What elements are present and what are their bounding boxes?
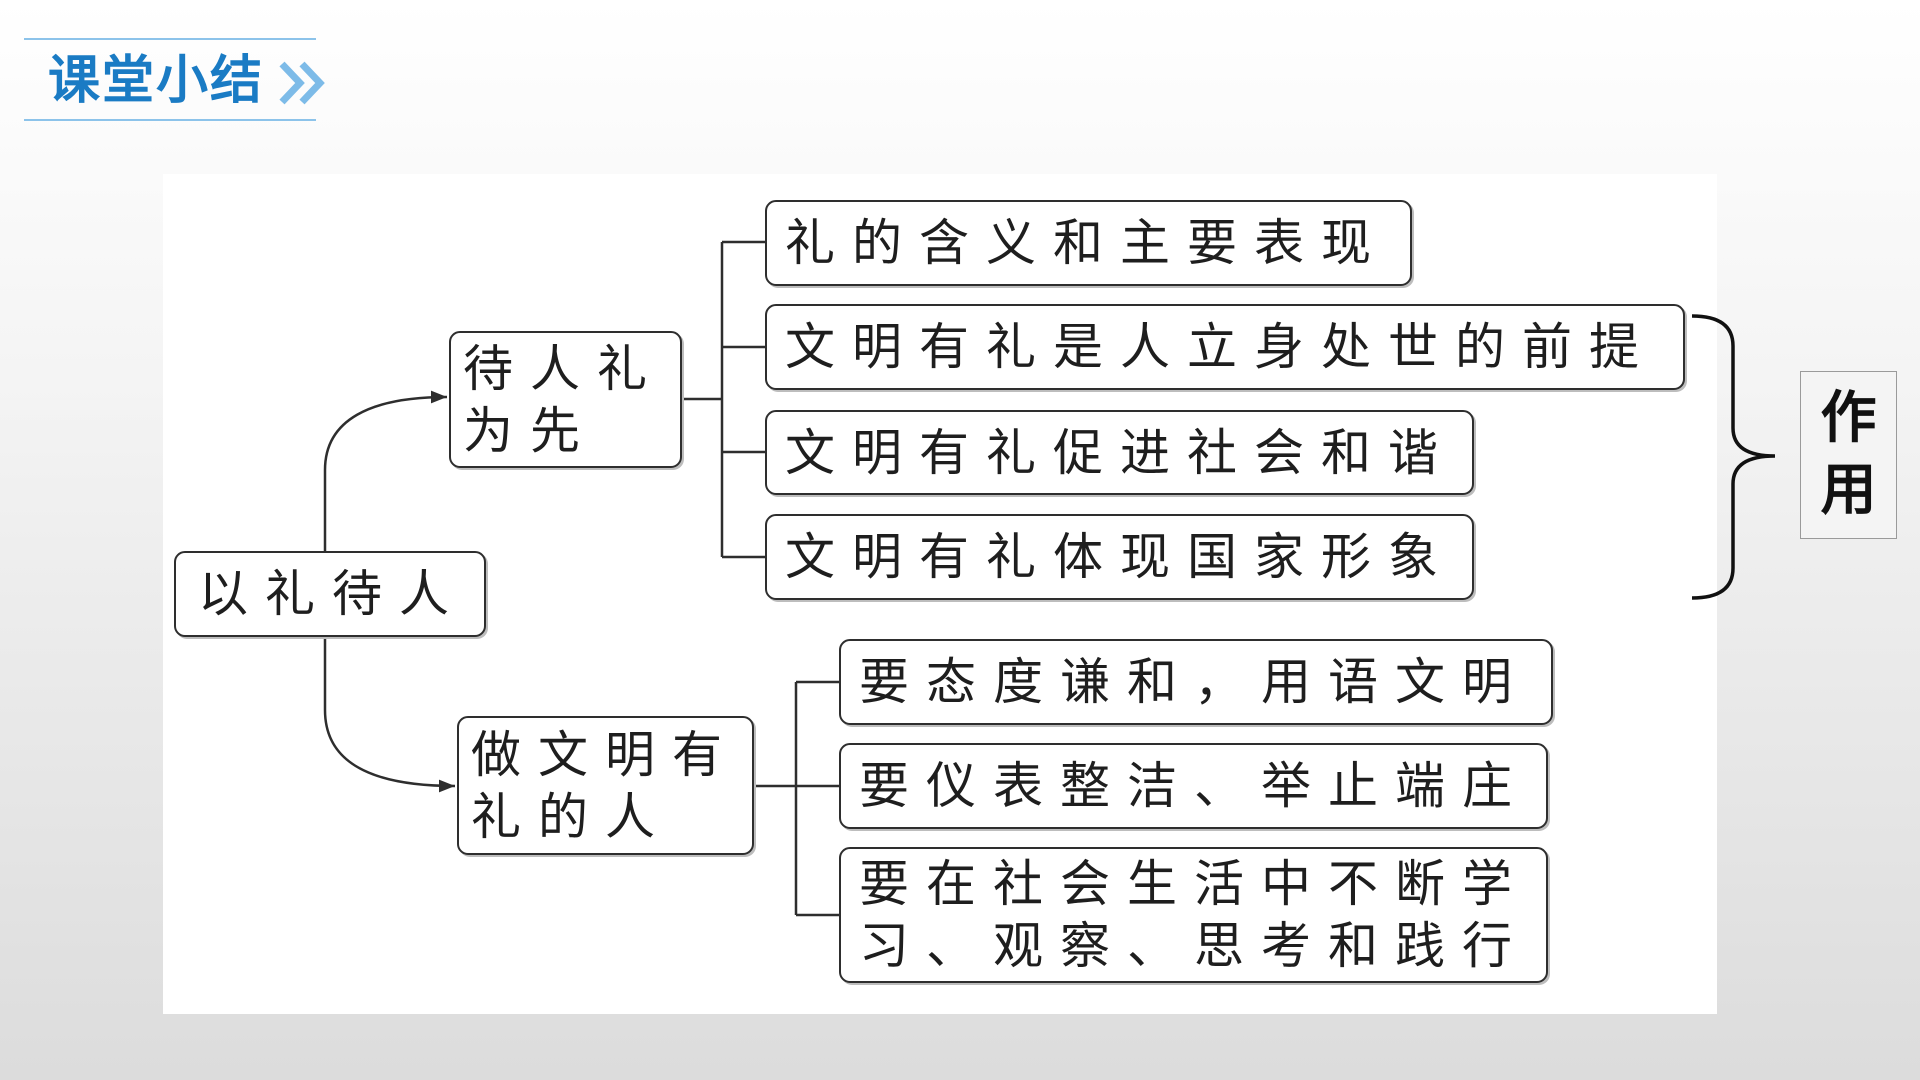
brace-label-line-1: 作 (1820, 386, 1877, 451)
header-rule-top (24, 38, 316, 40)
node-text: 礼的含义和主要表现 (785, 214, 1388, 272)
node-branch-2-child-3: 要在社会生活中不断学 习、观察、思考和践行 (839, 847, 1548, 983)
node-root-line-1: 以礼待人 (198, 565, 466, 623)
node-text-line-1: 要在社会生活中不断学 (859, 855, 1529, 913)
node-branch-1: 待人礼 为先 (449, 331, 682, 468)
node-branch-2-child-2: 要仪表整洁、举止端庄 (839, 743, 1548, 829)
node-branch-1-child-1: 礼的含义和主要表现 (765, 200, 1412, 286)
brace-label-box: 作 用 (1800, 371, 1897, 539)
node-branch-1-child-3: 文明有礼促进社会和谐 (765, 410, 1474, 495)
node-branch-2-child-1: 要态度谦和，用语文明 (839, 639, 1553, 725)
node-branch-2: 做文明有 礼的人 (457, 716, 754, 855)
node-text: 文明有礼是人立身处世的前提 (785, 318, 1656, 376)
node-text-line-2: 习、观察、思考和践行 (859, 917, 1529, 975)
node-branch-2-line-2: 礼的人 (471, 787, 672, 846)
node-text: 要仪表整洁、举止端庄 (859, 757, 1529, 815)
node-text: 要态度谦和，用语文明 (859, 653, 1529, 711)
chevron-right-stroke (299, 61, 325, 105)
node-text: 文明有礼体现国家形象 (785, 528, 1455, 586)
node-branch-1-line-1: 待人礼 (463, 339, 664, 398)
chevron-left-stroke (279, 61, 305, 105)
node-root: 以礼待人 (174, 551, 486, 637)
node-branch-1-line-2: 为先 (463, 401, 597, 460)
header-rule-bottom (24, 119, 316, 121)
node-text: 文明有礼促进社会和谐 (785, 423, 1455, 482)
node-branch-1-child-2: 文明有礼是人立身处世的前提 (765, 304, 1685, 390)
brace-label-line-2: 用 (1820, 458, 1877, 523)
section-title: 课堂小结 (48, 51, 265, 111)
node-branch-1-child-4: 文明有礼体现国家形象 (765, 514, 1474, 600)
double-chevron-icon (279, 61, 325, 105)
node-branch-2-line-1: 做文明有 (471, 725, 739, 784)
